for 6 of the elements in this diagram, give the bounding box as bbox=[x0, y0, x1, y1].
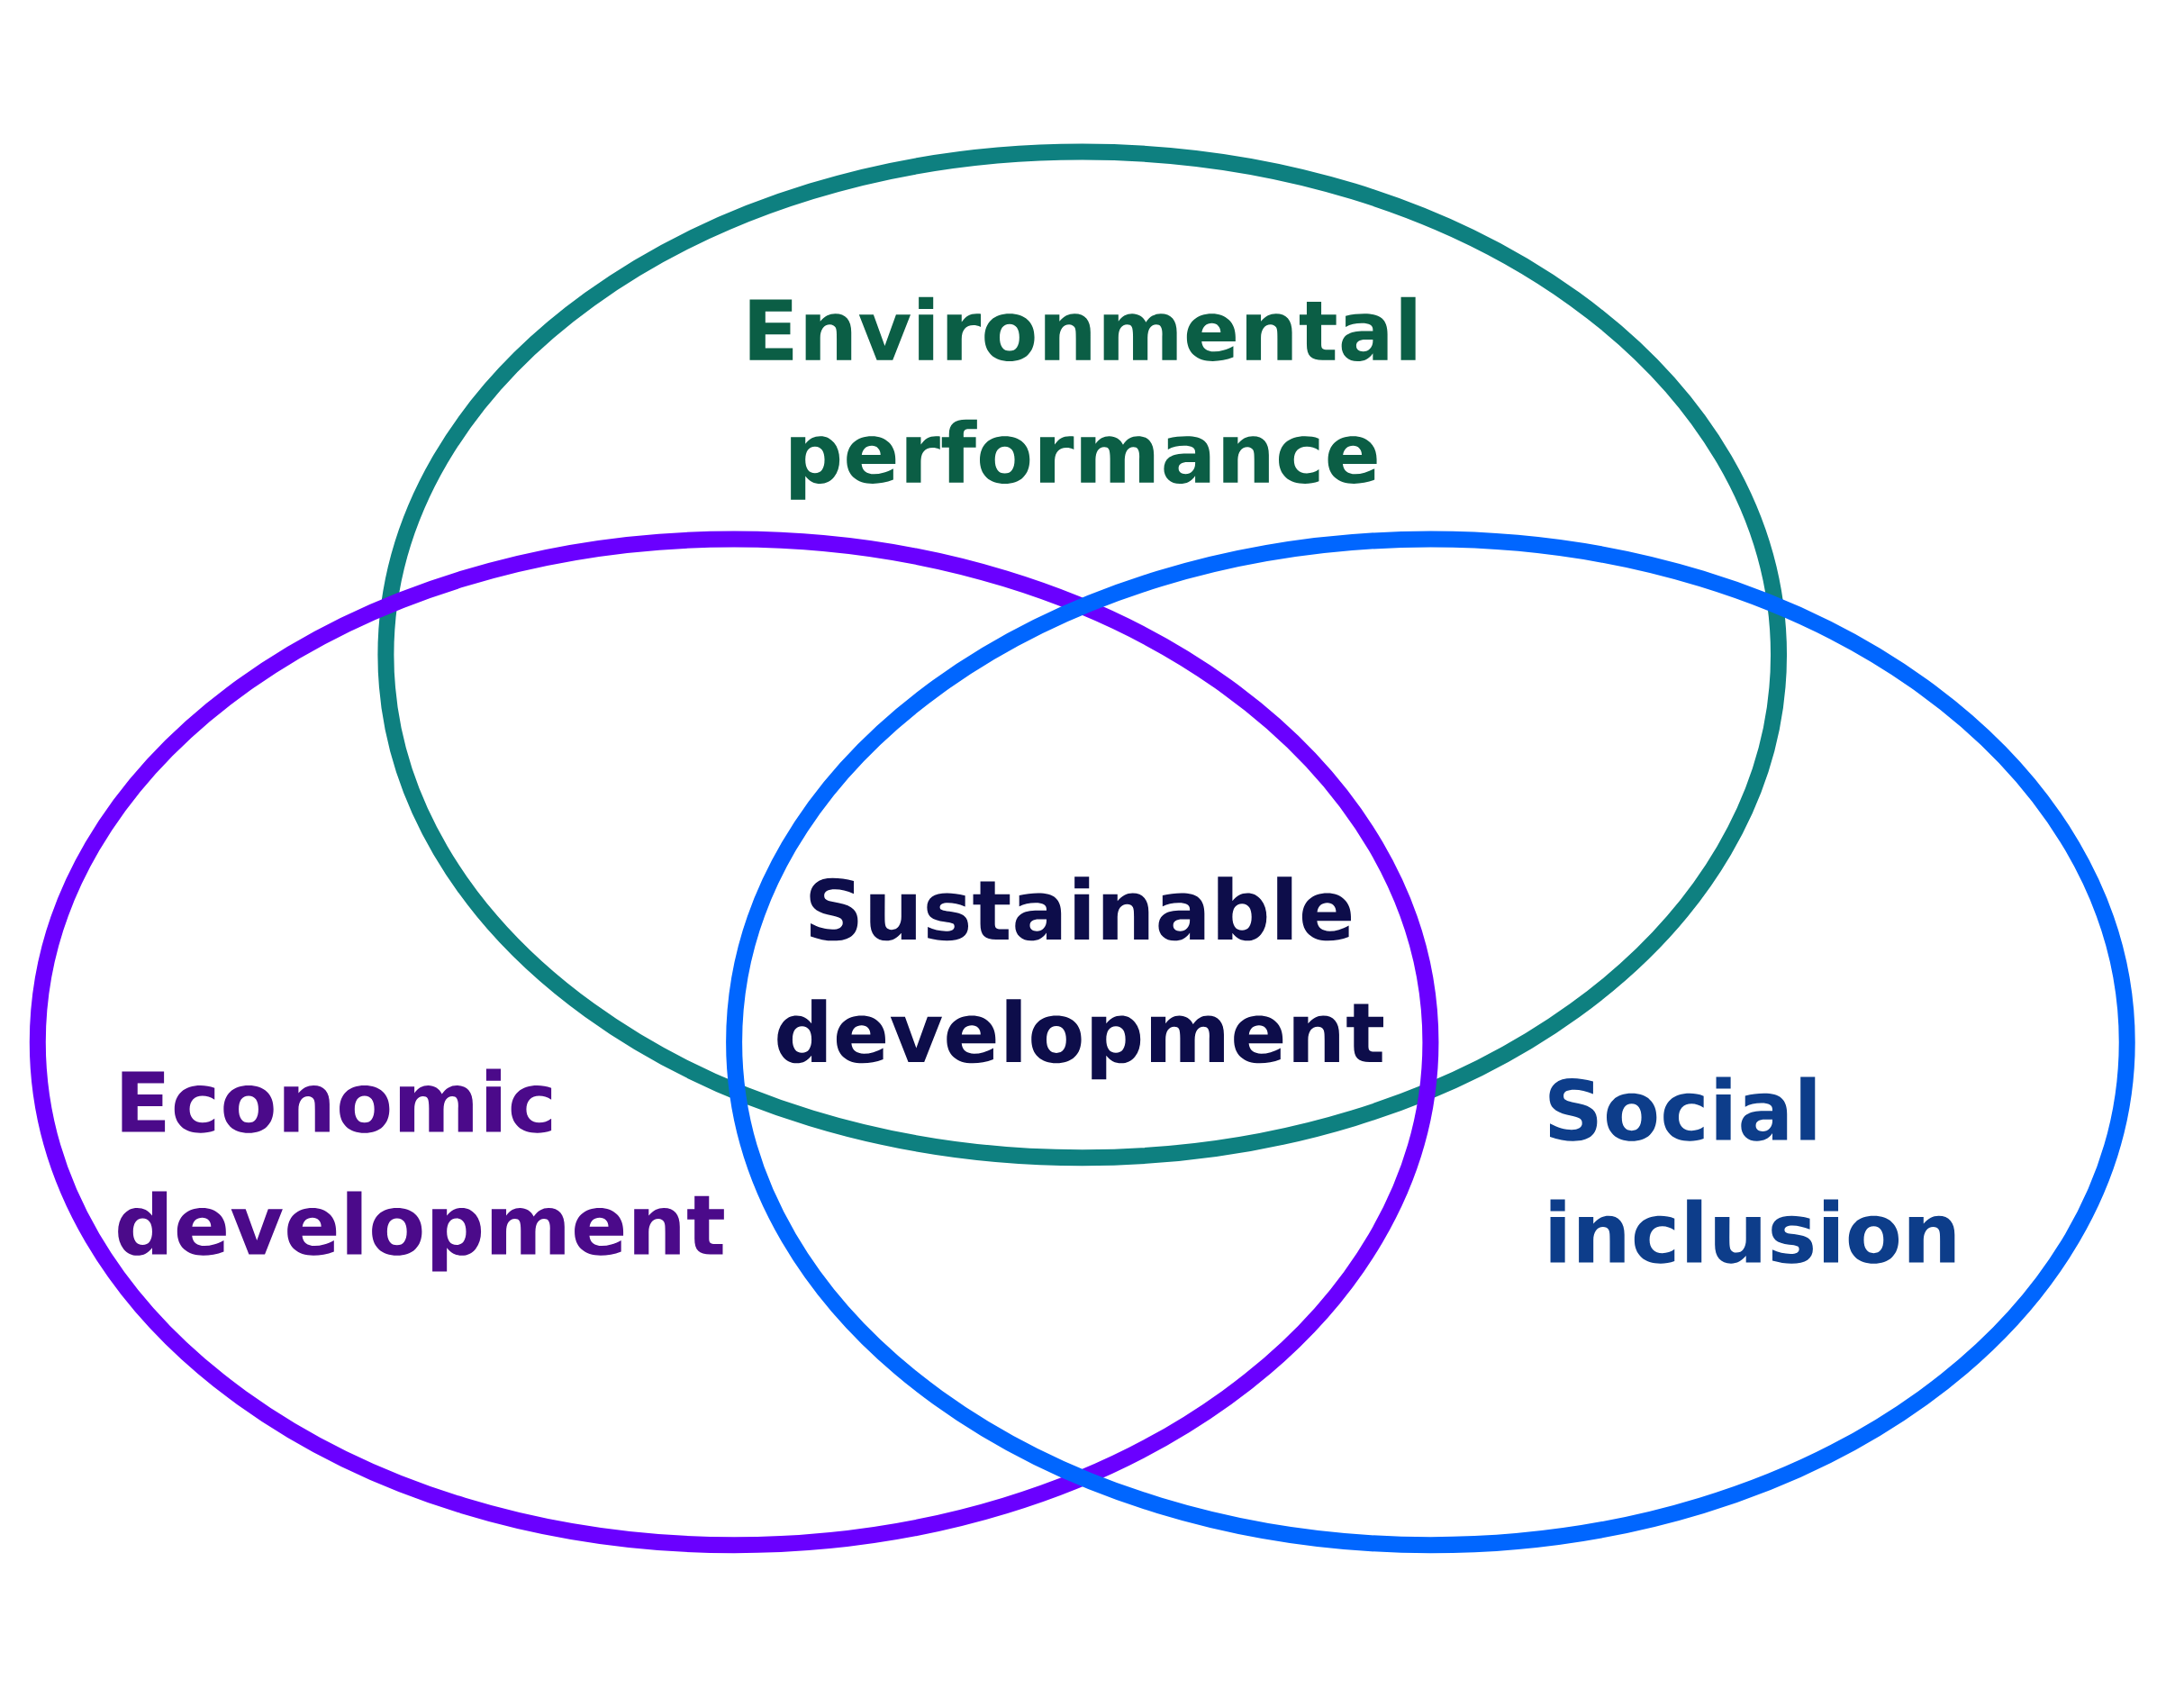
ellipse bbox=[726, 531, 2135, 1554]
ellipse-label: Social inclusion bbox=[1549, 1076, 1955, 1264]
ellipse-label: Environmental performance bbox=[749, 296, 1416, 500]
center-label: Sustainable development bbox=[777, 876, 1383, 1080]
ellipse bbox=[29, 531, 1439, 1554]
ellipse-label: Economic development bbox=[118, 1068, 724, 1272]
